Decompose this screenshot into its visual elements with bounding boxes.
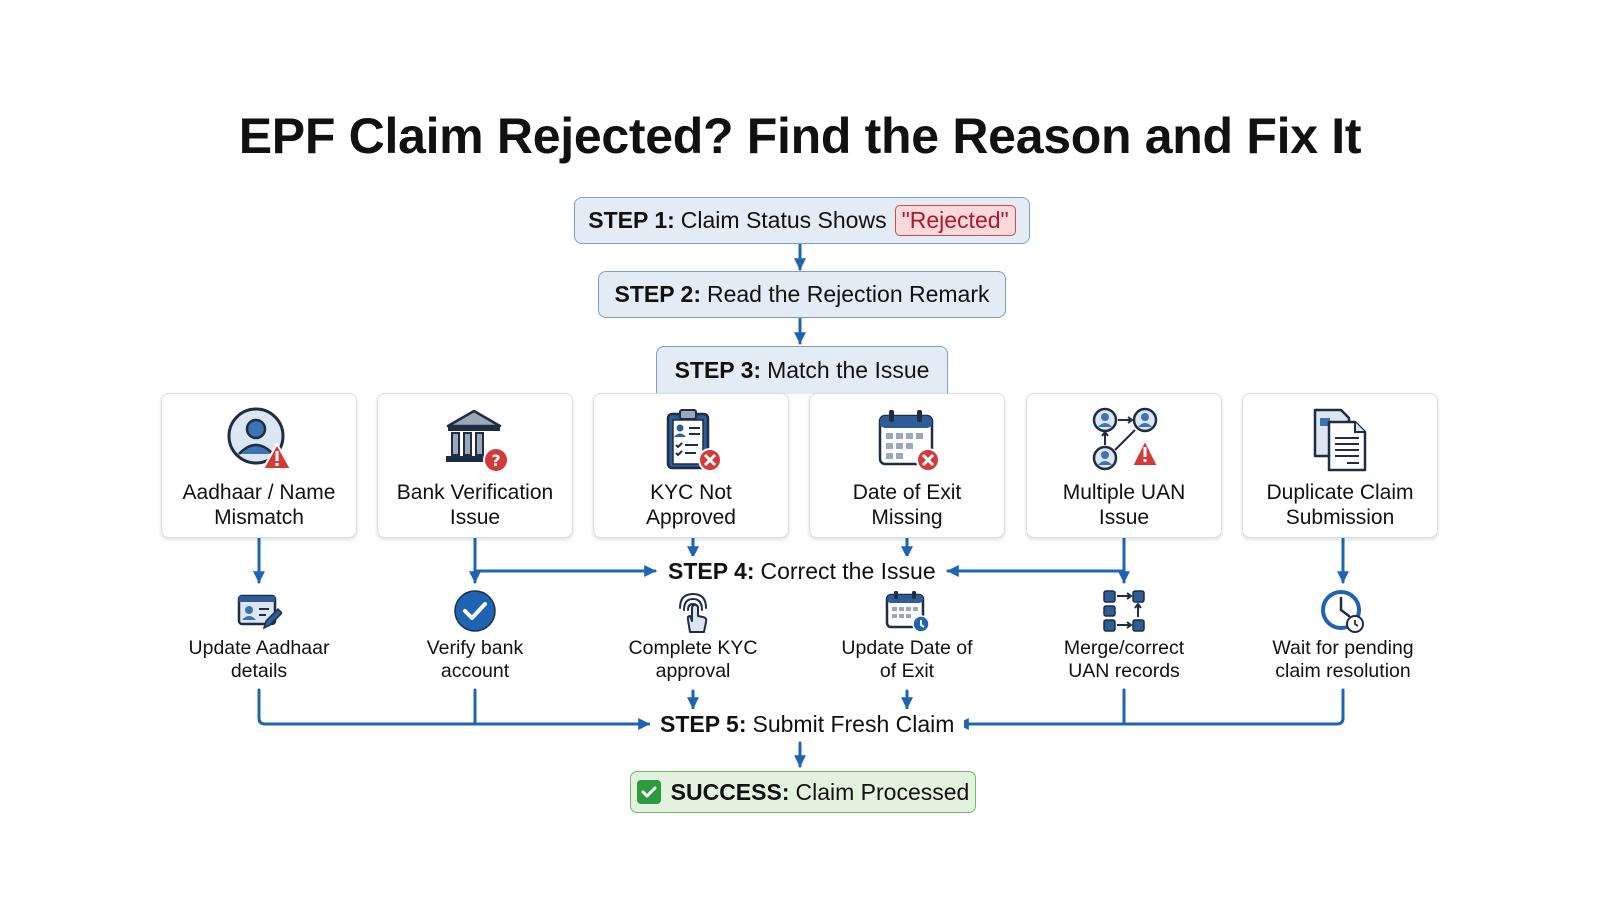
issue-label: Date of Exit Missing: [852, 481, 962, 529]
user-warning-icon: [227, 407, 293, 470]
fix-update-date-of-exit: Update Date of of Exit: [807, 588, 1007, 683]
fix-verify-bank: Verify bank account: [375, 588, 575, 683]
fix-complete-kyc: Complete KYC approval: [593, 588, 793, 683]
issue-card-multiple-uan: Multiple UAN Issue: [1026, 393, 1222, 538]
bank-question-icon: ?: [446, 409, 509, 473]
step-1-box: STEP 1: Claim Status Shows "Rejected": [574, 197, 1030, 244]
step-3-box: STEP 3: Match the Issue: [656, 346, 948, 394]
clock-icon: [1321, 590, 1364, 633]
step-2-box: STEP 2: Read the Rejection Remark: [598, 271, 1006, 318]
step-3-label: STEP 3:: [674, 357, 762, 383]
users-warning-icon: [1092, 407, 1159, 471]
fix-merge-uan: Merge/correct UAN records: [1024, 588, 1224, 683]
fix-wait-pending: Wait for pending claim resolution: [1243, 588, 1443, 683]
success-box: SUCCESS: Claim Processed: [630, 771, 976, 813]
check-circle-icon: [454, 590, 496, 632]
calendar-error-icon: [878, 410, 940, 472]
page-title: EPF Claim Rejected? Find the Reason and …: [238, 108, 1362, 164]
success-label: SUCCESS:: [670, 778, 790, 805]
step-4-label: STEP 4:Correct the Issue: [658, 556, 946, 586]
success-text: Claim Processed: [795, 778, 970, 805]
checkmark-icon: [636, 780, 661, 804]
issue-label: Bank Verification Issue: [396, 481, 554, 529]
merge-icon: [1103, 590, 1145, 632]
calendar-update-icon: [885, 591, 930, 633]
documents-icon: [1313, 408, 1367, 472]
rejected-badge: "Rejected": [894, 205, 1016, 236]
id-card-edit-icon: [237, 594, 282, 630]
step-1-text: Claim Status Shows: [680, 207, 887, 233]
svg-text:?: ?: [491, 451, 500, 470]
issue-card-bank: ? Bank Verification Issue: [377, 393, 573, 538]
issue-card-kyc: KYC Not Approved: [593, 393, 789, 538]
step-2-label: STEP 2:: [614, 281, 701, 307]
step-1-label: STEP 1:: [588, 207, 675, 233]
issue-card-date-of-exit: Date of Exit Missing: [809, 393, 1005, 538]
issue-card-aadhaar: Aadhaar / Name Mismatch: [161, 393, 357, 538]
fix-update-aadhaar: Update Aadhaar details: [159, 588, 359, 683]
step-3-text: Match the Issue: [767, 357, 930, 383]
clipboard-error-icon: [666, 409, 722, 472]
issue-card-duplicate-claim: Duplicate Claim Submission: [1242, 393, 1438, 538]
step-2-text: Read the Rejection Remark: [706, 281, 990, 307]
step-5-label: STEP 5:Submit Fresh Claim: [650, 709, 965, 739]
issue-label: Aadhaar / Name Mismatch: [182, 481, 336, 529]
issue-label: Duplicate Claim Submission: [1266, 481, 1414, 529]
issue-label: Multiple UAN Issue: [1062, 481, 1186, 529]
issue-label: KYC Not Approved: [646, 481, 736, 529]
fingerprint-touch-icon: [679, 592, 708, 633]
